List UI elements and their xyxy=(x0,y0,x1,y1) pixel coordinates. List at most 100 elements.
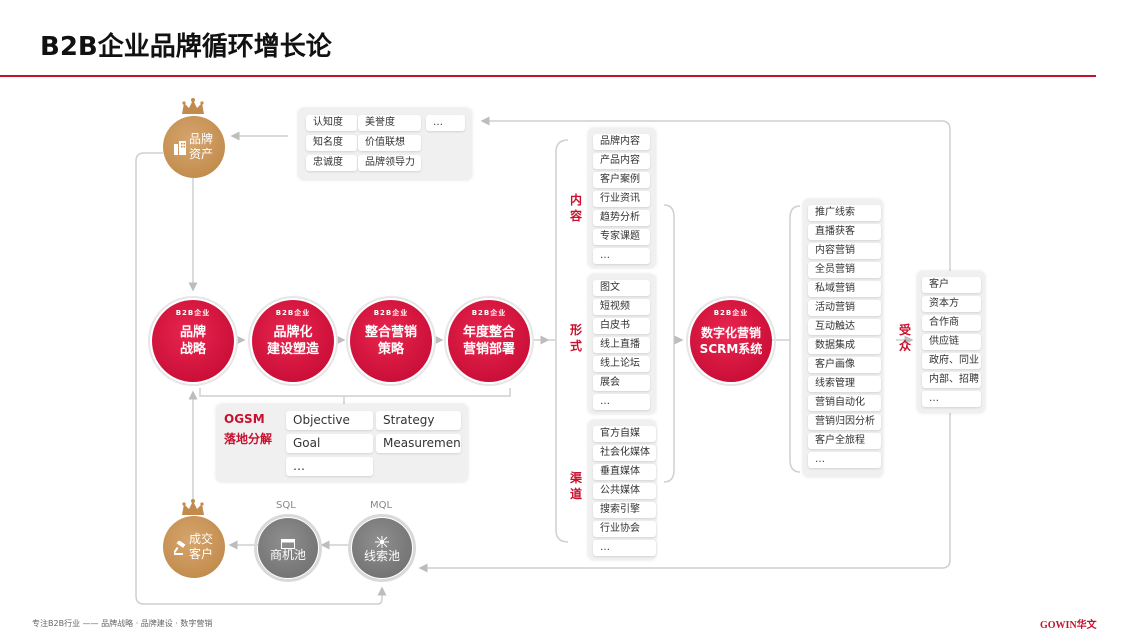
brand-assets-label: 品牌资产 xyxy=(188,132,213,161)
form-item: 线上论坛 xyxy=(593,356,650,372)
channel-item: 搜索引擎 xyxy=(593,502,656,518)
scrm-item: 推广线索 xyxy=(808,205,881,221)
brand-asset-item: 美誉度 xyxy=(358,115,421,131)
deal-customers-label: 成交客户 xyxy=(188,532,213,561)
gavel-icon xyxy=(172,540,186,555)
form-item: 白皮书 xyxy=(593,318,650,334)
ogsm-subtitle: 落地分解 xyxy=(224,432,273,446)
stage-brand-building: B2B企业 品牌化建设塑造 xyxy=(252,300,334,382)
scrm-item: 私域营销 xyxy=(808,281,881,297)
ogsm-item: Goal xyxy=(286,434,373,453)
stage-ring xyxy=(346,296,436,386)
audience-item: 客户 xyxy=(922,277,981,293)
stage-ring xyxy=(148,296,238,386)
scrm-item: 营销自动化 xyxy=(808,395,881,411)
network-icon xyxy=(375,533,389,548)
content-item: 产品内容 xyxy=(593,153,650,169)
opportunity-pool-node: 商机池 xyxy=(258,518,318,578)
channel-item: 官方自媒 xyxy=(593,426,656,442)
stage-badge: B2B企业 xyxy=(175,309,211,317)
scrm-item: 线索管理 xyxy=(808,376,881,392)
form-item: … xyxy=(593,394,650,410)
building-icon xyxy=(174,140,186,155)
audience-item: 政府、同业 xyxy=(922,353,981,369)
scrm-ring xyxy=(686,296,776,386)
form-label: 形式 xyxy=(569,322,583,354)
stage-ring xyxy=(248,296,338,386)
footer-tagline: 专注B2B行业 —— 品牌战略 · 品牌建设 · 数字营销 xyxy=(32,619,213,628)
brand-asset-item: … xyxy=(426,115,465,131)
scrm-item: 数据集成 xyxy=(808,338,881,354)
channel-item: … xyxy=(593,540,656,556)
scrm-item: 直播获客 xyxy=(808,224,881,240)
form-item: 短视频 xyxy=(593,299,650,315)
stage-brand-strategy: B2B企业 品牌战略 xyxy=(152,300,234,382)
crown-icon xyxy=(180,499,206,517)
brand-assets-node: 品牌资产 xyxy=(163,116,225,178)
scrm-badge: B2B企业 xyxy=(713,309,749,317)
ogsm-title: OGSM xyxy=(224,412,265,426)
leads-pool-node: 线索池 xyxy=(352,518,412,578)
form-item: 图文 xyxy=(593,280,650,296)
form-item: 展会 xyxy=(593,375,650,391)
brand-asset-item: 价值联想 xyxy=(358,135,421,151)
brand-asset-item: 忠诚度 xyxy=(306,155,357,171)
audience-label-text: 受众 xyxy=(898,323,911,353)
scrm-node: B2B企业 数字化营销 SCRM系统 xyxy=(690,300,772,382)
scrm-item: 客户全旅程 xyxy=(808,433,881,449)
scrm-item: 内容营销 xyxy=(808,243,881,259)
stage-badge: B2B企业 xyxy=(471,309,507,317)
scrm-item: 互动触达 xyxy=(808,319,881,335)
form-label-text: 形式 xyxy=(569,323,582,353)
stage-label: 营销部署 xyxy=(462,342,515,357)
crown-icon xyxy=(180,98,206,116)
sql-caption: SQL xyxy=(276,500,296,511)
opportunity-pool-label: 商机池 xyxy=(269,547,306,562)
channel-item: 公共媒体 xyxy=(593,483,656,499)
scrm-item: 全员营销 xyxy=(808,262,881,278)
ogsm-item: … xyxy=(286,457,373,476)
stage-badge: B2B企业 xyxy=(275,309,311,317)
audience-label: 受众 xyxy=(898,322,912,354)
pool-ring xyxy=(254,514,322,582)
ogsm-item: Strategy xyxy=(376,411,461,430)
content-item: 专家课题 xyxy=(593,229,650,245)
content-item: 行业资讯 xyxy=(593,191,650,207)
deal-customers-node: 成交客户 xyxy=(163,516,225,578)
ogsm-item: Measurement xyxy=(376,434,461,453)
stage-annual-deployment: B2B企业 年度整合营销部署 xyxy=(448,300,530,382)
stage-label: 战略 xyxy=(179,342,206,357)
scrm-label: SCRM系统 xyxy=(699,342,763,356)
content-label: 内容 xyxy=(569,192,583,224)
stage-label: 品牌化 xyxy=(273,325,313,340)
audience-item: … xyxy=(922,391,981,407)
scrm-item: 活动营销 xyxy=(808,300,881,316)
mql-caption: MQL xyxy=(370,500,393,511)
scrm-label: 数字化营销 xyxy=(700,326,761,340)
stage-imc-strategy: B2B企业 整合营销策略 xyxy=(350,300,432,382)
audience-item: 供应链 xyxy=(922,334,981,350)
scrm-item: 客户画像 xyxy=(808,357,881,373)
content-item: … xyxy=(593,248,650,264)
stage-label: 年度整合 xyxy=(462,325,515,340)
content-item: 客户案例 xyxy=(593,172,650,188)
footer-logo: GOWIN华文 xyxy=(1040,620,1097,631)
brand-asset-item: 知名度 xyxy=(306,135,357,151)
channel-item: 社会化媒体 xyxy=(593,445,656,461)
page-title: B2B企业品牌循环增长论 xyxy=(40,32,332,62)
stage-badge: B2B企业 xyxy=(373,309,409,317)
stage-label: 策略 xyxy=(377,342,404,357)
form-item: 线上直播 xyxy=(593,337,650,353)
stage-ring xyxy=(444,296,534,386)
brand-asset-item: 认知度 xyxy=(306,115,357,131)
ogsm-item: Objective xyxy=(286,411,373,430)
content-label-text: 内容 xyxy=(569,193,582,223)
audience-item: 合作商 xyxy=(922,315,981,331)
title-divider xyxy=(0,75,1096,77)
audience-item: 内部、招聘 xyxy=(922,372,981,388)
scrm-item: … xyxy=(808,452,881,468)
box-icon xyxy=(281,534,295,549)
scrm-item: 营销归因分析 xyxy=(808,414,881,430)
channel-item: 行业协会 xyxy=(593,521,656,537)
